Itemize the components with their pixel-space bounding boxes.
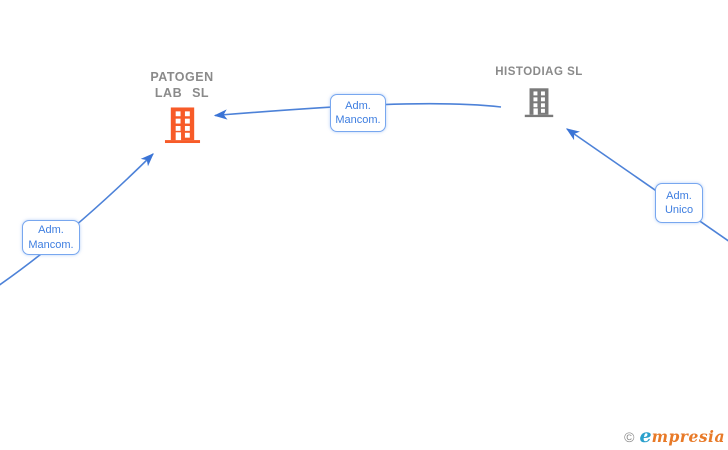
brand-logo-text: mpresia <box>651 427 725 446</box>
arrow-bottomright-to-histodiag <box>566 128 728 242</box>
relation-label-line1: Adm. <box>38 224 64 236</box>
copyright-icon: © <box>624 429 635 445</box>
relation-label-line2: Mancom. <box>335 114 381 126</box>
empresia-watermark: © e mpresia <box>624 425 725 447</box>
company-name-line1: PATOGEN <box>150 70 214 84</box>
relation-label-line2: Mancom. <box>28 238 74 251</box>
brand-logo-initial: e <box>639 425 652 447</box>
relation-label-adm-mancom-middle[interactable]: Adm. Mancom. <box>330 94 386 132</box>
company-name-line1: HISTODIAG SL <box>495 66 583 78</box>
building-icon <box>164 106 201 149</box>
relation-label-adm-unico[interactable]: Adm. Unico <box>655 183 703 223</box>
company-node-histodiag-sl[interactable]: HISTODIAG SL <box>469 65 609 123</box>
company-node-patogen-lab-sl[interactable]: PATOGEN LAB SL <box>112 69 252 149</box>
company-name: HISTODIAG SL <box>495 65 583 79</box>
relation-label-adm-mancom-left[interactable]: Adm. Mancom. <box>22 220 80 255</box>
relation-label-line1: Adm. <box>666 189 692 202</box>
company-name: PATOGEN LAB SL <box>150 69 213 101</box>
relation-label-line2: Unico <box>664 204 694 216</box>
company-name-line2: LAB SL <box>154 86 210 100</box>
relation-label-line1: Adm. <box>345 99 371 112</box>
building-icon <box>524 87 554 123</box>
